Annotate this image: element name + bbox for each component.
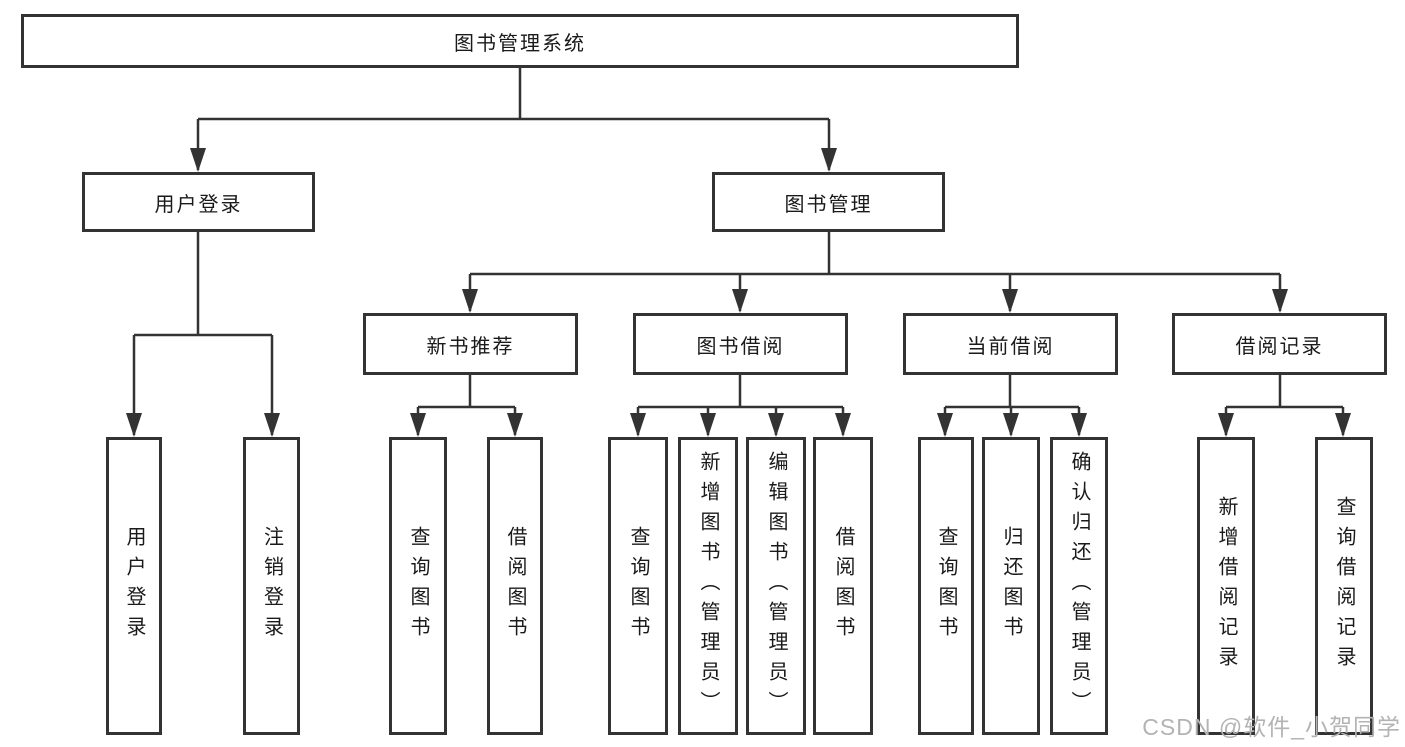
node-label: 当前借阅 xyxy=(966,335,1055,358)
leaf-borrow-books-1: 借阅图书 xyxy=(487,437,543,735)
node-label: 图书借阅 xyxy=(696,335,785,358)
watermark: CSDN @软件_小贺同学 xyxy=(1142,714,1401,740)
node-label: 借阅记录 xyxy=(1235,335,1324,358)
node-user-login: 用户登录 xyxy=(82,172,315,232)
leaf-query-books-2: 查询图书 xyxy=(608,437,668,735)
node-label: 借阅图书 xyxy=(504,526,526,646)
node-current-borrowing: 当前借阅 xyxy=(903,313,1118,375)
leaf-edit-books-admin: 编辑图书（管理员） xyxy=(746,437,806,735)
node-label: 新增图书（管理员） xyxy=(697,451,719,721)
node-label: 编辑图书（管理员） xyxy=(765,451,787,721)
leaf-user-login: 用户登录 xyxy=(106,437,162,735)
node-label: 图书管理系统 xyxy=(454,32,586,55)
node-label: 注销登录 xyxy=(260,526,283,646)
node-label: 查询图书 xyxy=(935,526,957,646)
leaf-query-books-1: 查询图书 xyxy=(389,437,447,735)
node-book-management-system: 图书管理系统 xyxy=(21,14,1019,68)
node-label: 新书推荐 xyxy=(426,335,515,358)
node-borrow-records: 借阅记录 xyxy=(1172,313,1387,375)
node-label: 新增借阅记录 xyxy=(1215,496,1237,676)
node-label: 借阅图书 xyxy=(832,526,854,646)
leaf-query-books-3: 查询图书 xyxy=(918,437,974,735)
arrowheads xyxy=(126,148,1351,437)
leaf-return-books: 归还图书 xyxy=(982,437,1040,735)
node-label: 图书管理 xyxy=(784,193,873,216)
leaf-logout: 注销登录 xyxy=(243,437,300,735)
node-book-management: 图书管理 xyxy=(712,172,945,232)
node-label: 查询图书 xyxy=(627,526,649,646)
leaf-add-books-admin: 新增图书（管理员） xyxy=(678,437,738,735)
node-label: 用户登录 xyxy=(154,193,243,216)
leaf-confirm-return-admin: 确认归还（管理员） xyxy=(1050,437,1108,735)
node-book-borrowing: 图书借阅 xyxy=(633,313,848,375)
node-label: 归还图书 xyxy=(1000,526,1022,646)
node-label: 确认归还（管理员） xyxy=(1068,451,1090,721)
node-label: 用户登录 xyxy=(123,526,145,646)
leaf-query-borrow-record: 查询借阅记录 xyxy=(1315,437,1373,735)
node-new-book-recommend: 新书推荐 xyxy=(363,313,578,375)
leaf-borrow-books-2: 借阅图书 xyxy=(813,437,873,735)
node-label: 查询借阅记录 xyxy=(1333,496,1355,676)
leaf-add-borrow-record: 新增借阅记录 xyxy=(1197,437,1255,735)
node-label: 查询图书 xyxy=(407,526,429,646)
